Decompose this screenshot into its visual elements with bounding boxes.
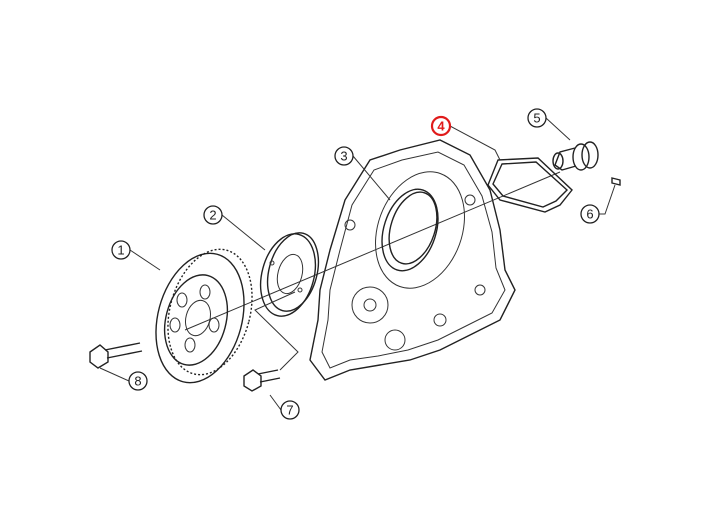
leader-lines: [99, 117, 616, 411]
svg-text:1: 1: [117, 243, 124, 258]
callout-4-highlighted: 4: [430, 115, 452, 137]
bolt-short: [243, 369, 281, 392]
callout-2: 2: [203, 205, 223, 225]
svg-text:3: 3: [340, 149, 347, 164]
callout-8: 8: [128, 371, 148, 391]
callout-6: 6: [580, 204, 600, 224]
assembly-axis-line: [184, 171, 561, 331]
oil-seal: [381, 188, 439, 272]
dowel-pin: [611, 177, 621, 186]
svg-text:5: 5: [533, 111, 540, 126]
crankshaft-gear: [155, 248, 253, 384]
svg-text:2: 2: [209, 208, 216, 223]
callout-1: 1: [111, 240, 131, 260]
callout-3: 3: [334, 146, 354, 166]
svg-text:7: 7: [286, 403, 293, 418]
bolt-long: [89, 342, 143, 369]
svg-text:8: 8: [134, 374, 141, 389]
svg-text:4: 4: [437, 119, 445, 134]
callout-5: 5: [527, 108, 547, 128]
gasket: [487, 157, 573, 213]
svg-text:6: 6: [586, 207, 593, 222]
tone-wheel: [259, 232, 320, 317]
engine-front-cover: [309, 139, 516, 381]
plug: [552, 141, 599, 171]
callout-7: 7: [280, 400, 300, 420]
